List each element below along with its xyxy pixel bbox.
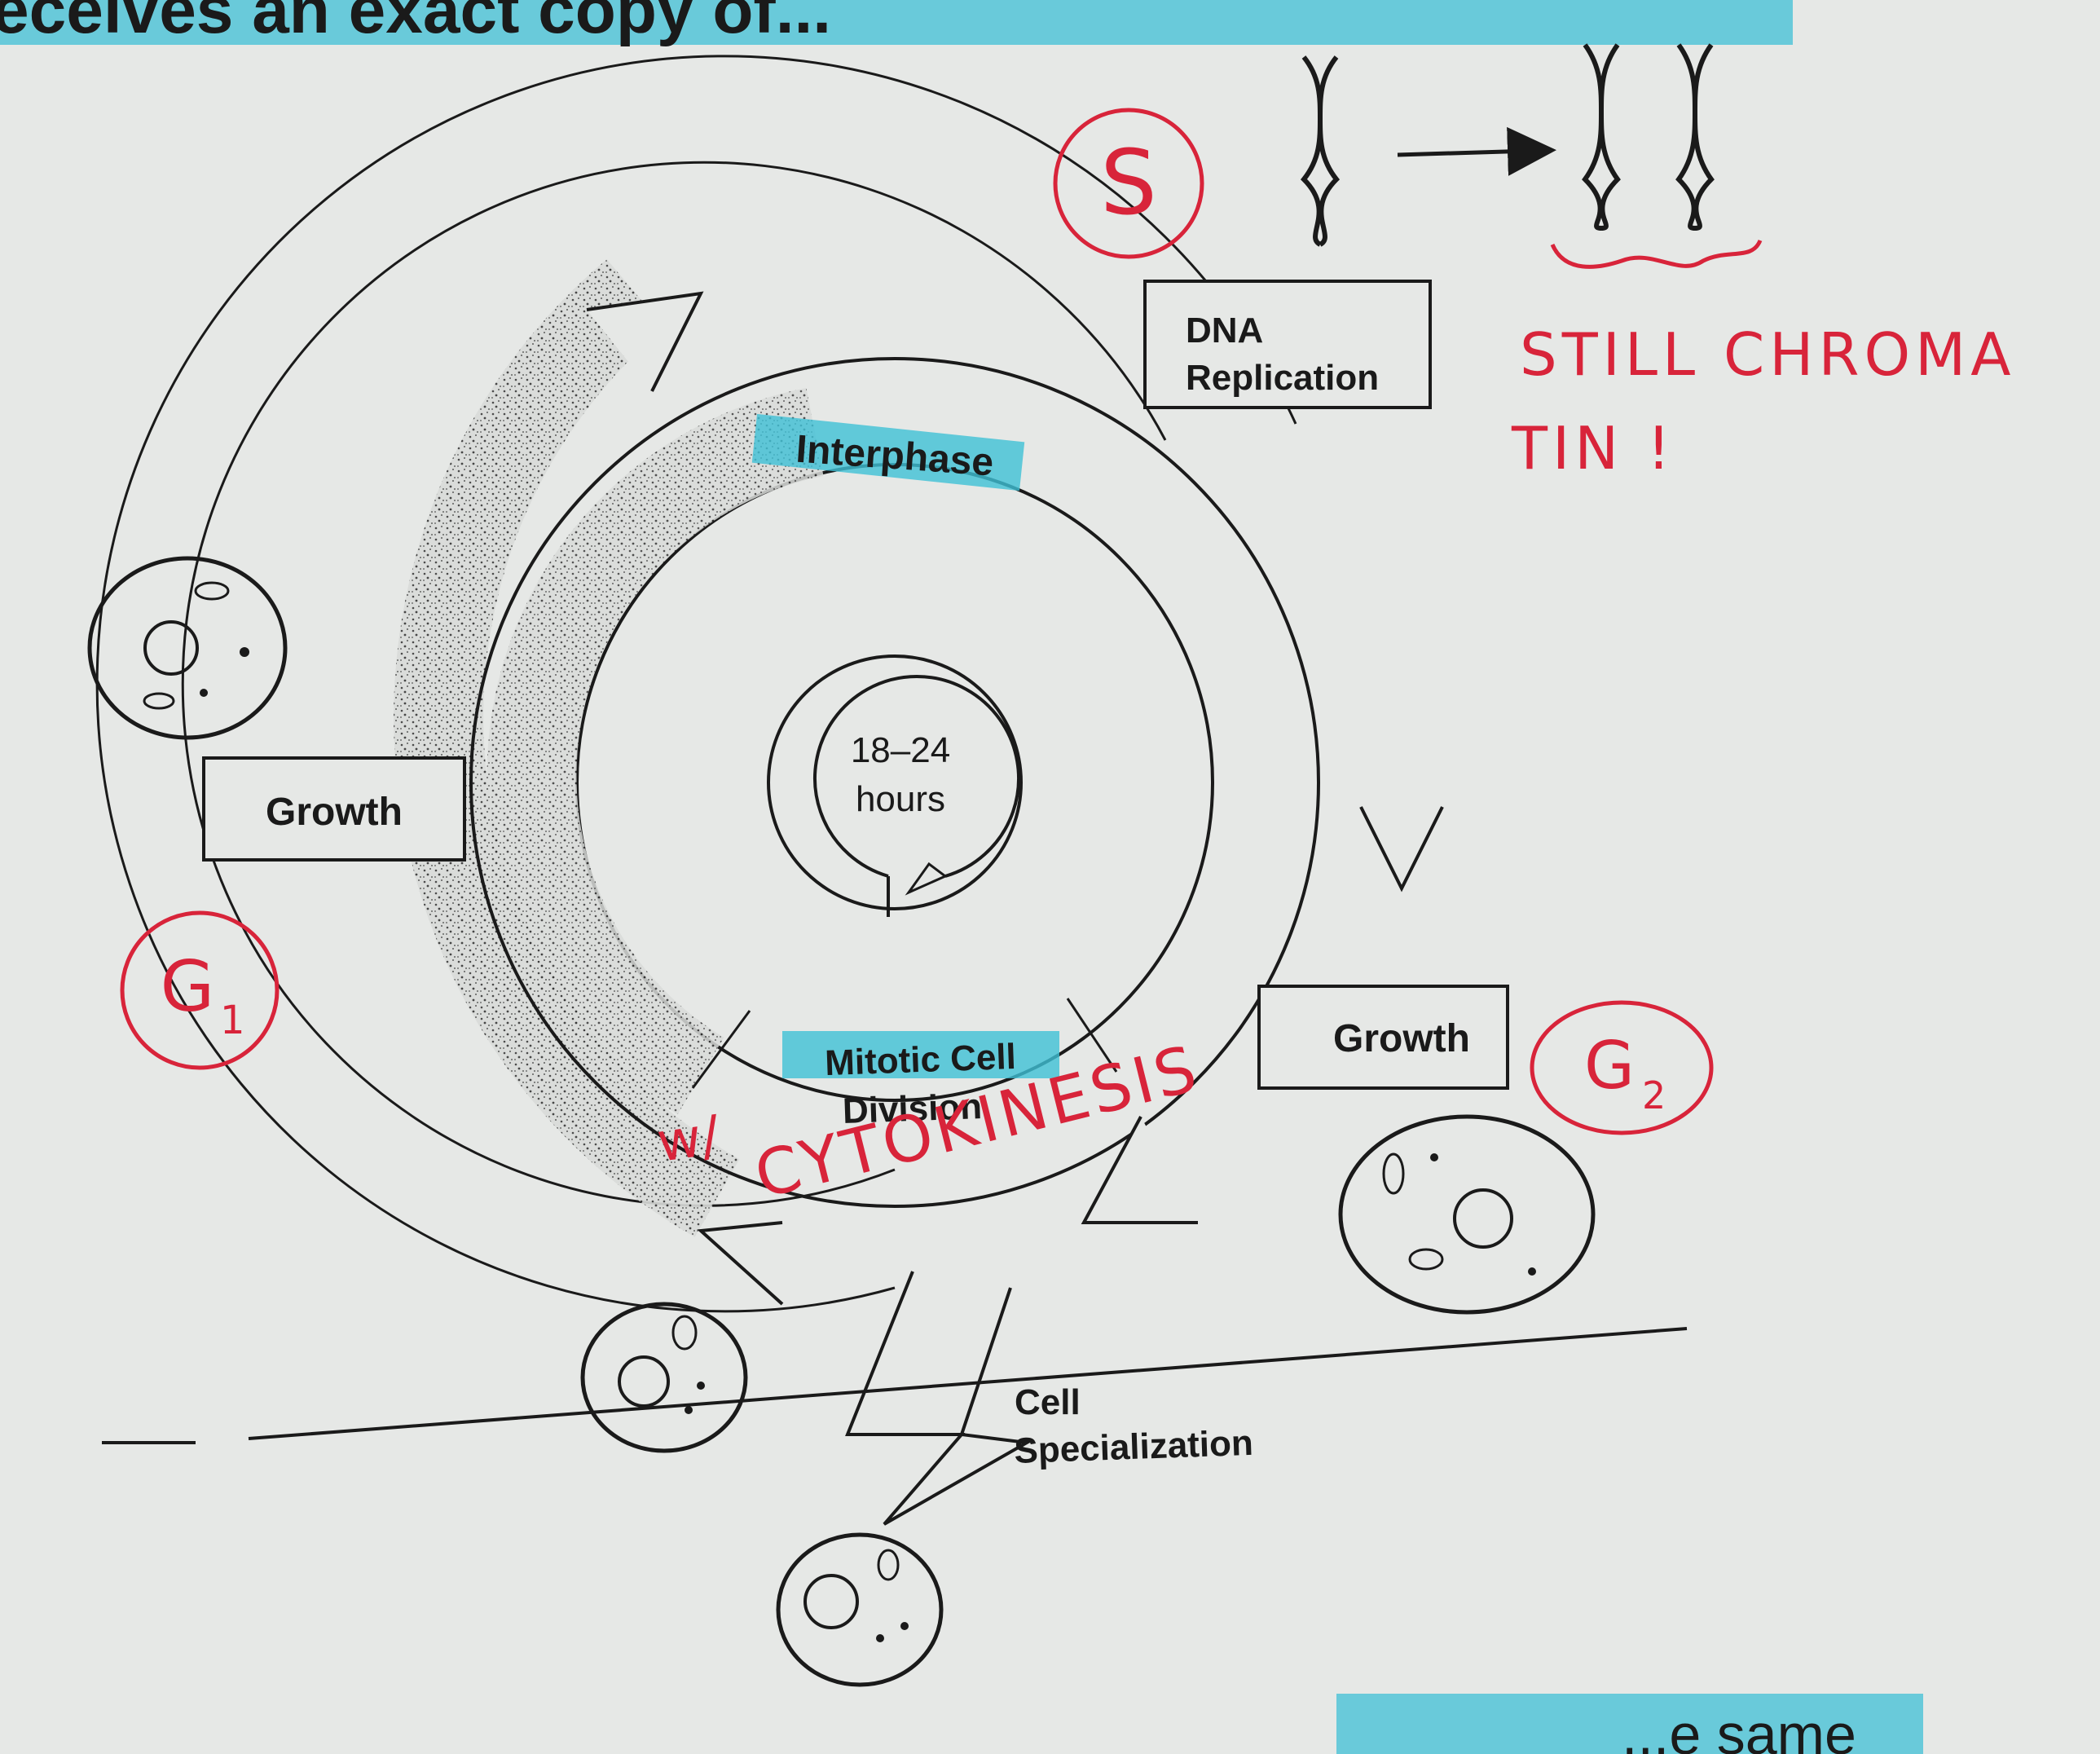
mitotic-label-line1: Mitotic Cell xyxy=(824,1037,1016,1083)
g2-letter: G xyxy=(1584,1028,1635,1104)
s-phase-letter: S xyxy=(1100,130,1157,235)
g1-subscript: 1 xyxy=(220,998,245,1043)
specialization-arrow xyxy=(586,291,1444,1526)
cell-g1-icon xyxy=(87,556,288,740)
arrowhead-top-icon xyxy=(586,291,704,392)
specialization-label-line1: Cell xyxy=(1015,1382,1081,1422)
specialization-label-line2: Specialization xyxy=(1014,1423,1254,1471)
mitotic-label-line2: Division xyxy=(842,1086,983,1131)
brace-icon xyxy=(1550,239,1763,269)
dna-replication-box: DNA Replication xyxy=(1143,280,1432,409)
growth-right-box: Growth xyxy=(1257,985,1509,1090)
arrowhead-g2-icon xyxy=(1359,806,1444,892)
growth-left-label: Growth xyxy=(266,791,403,834)
g1-letter: G xyxy=(161,946,215,1028)
replication-arrow-icon xyxy=(1397,126,1556,176)
cell-specialized-icon xyxy=(776,1532,944,1687)
growth-right-label: Growth xyxy=(1333,1017,1470,1060)
cytokinesis-prefix: w/ xyxy=(654,1104,724,1174)
footer-text: ...e same xyxy=(1622,1703,1856,1754)
dna-label-line2: Replication xyxy=(1186,358,1379,398)
specialization-line xyxy=(248,1327,1688,1440)
cycle-time-value: 18–24 xyxy=(851,730,950,770)
footer-highlight xyxy=(1336,1694,1923,1754)
arrowhead-right-icon xyxy=(1081,1116,1198,1224)
mitotic-highlight xyxy=(782,1031,1059,1078)
g1-phase-annotation: G 1 xyxy=(120,910,280,1070)
header-highlight xyxy=(0,0,1793,45)
cycle-time-indicator: 18–24 hours xyxy=(767,654,1023,917)
growth-left-box: Growth xyxy=(202,756,466,862)
g2-phase-annotation: G 2 xyxy=(1530,1000,1714,1135)
chromatin-note-line1: STILL CHROMA xyxy=(1520,320,2016,389)
arrowhead-left-icon xyxy=(697,1221,784,1306)
g2-subscript: 2 xyxy=(1642,1073,1666,1117)
chromosome-pair-icon xyxy=(1582,43,1715,231)
dna-label-line1: DNA xyxy=(1186,311,1263,350)
cell-daughter-icon xyxy=(580,1302,748,1453)
cycle-time-unit: hours xyxy=(856,779,945,819)
cell-g2-icon xyxy=(1338,1114,1596,1315)
cycle-arrow-icon xyxy=(905,862,948,896)
chromosome-single-icon xyxy=(1300,55,1341,247)
header-text: eceives an exact copy of... xyxy=(0,0,831,47)
chromatin-note-line2: TIN ! xyxy=(1511,414,1675,483)
s-phase-annotation: S xyxy=(1053,108,1204,259)
interphase-highlight xyxy=(751,413,1025,491)
